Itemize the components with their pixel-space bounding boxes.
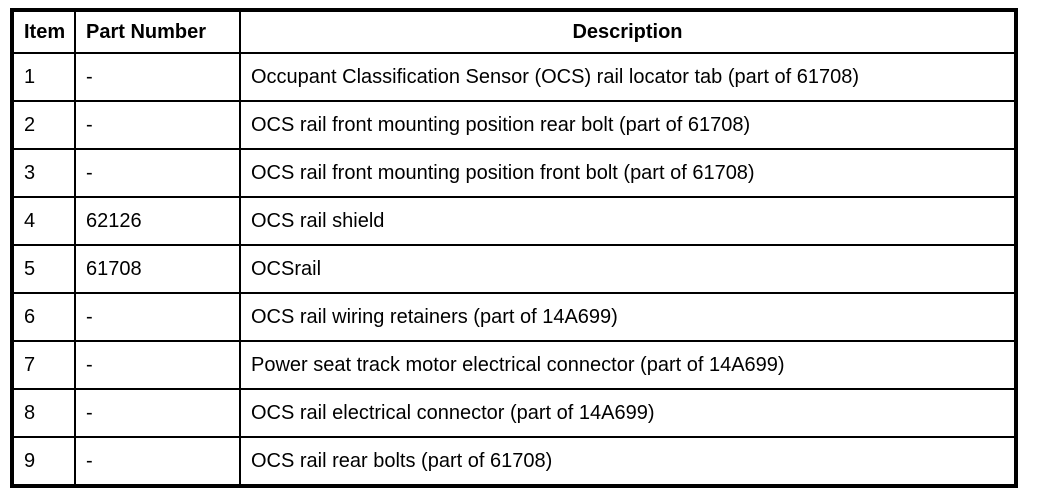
- description-cell: Occupant Classification Sensor (OCS) rai…: [239, 52, 1017, 102]
- parts-table: Item Part Number Description 1 - Occupan…: [10, 8, 1018, 488]
- item-cell: 9: [11, 436, 76, 487]
- item-cell: 7: [11, 340, 76, 390]
- description-cell: Power seat track motor electrical connec…: [239, 340, 1017, 390]
- table-row: 2 - OCS rail front mounting position rea…: [11, 100, 1017, 150]
- part-number-cell: -: [74, 340, 241, 390]
- table-row: 3 - OCS rail front mounting position fro…: [11, 148, 1017, 198]
- item-cell: 1: [11, 52, 76, 102]
- column-header-part-number: Part Number: [74, 9, 241, 54]
- item-cell: 6: [11, 292, 76, 342]
- table-row: 6 - OCS rail wiring retainers (part of 1…: [11, 292, 1017, 342]
- description-cell: OCS rail rear bolts (part of 61708): [239, 436, 1017, 487]
- item-cell: 5: [11, 244, 76, 294]
- table-row: 1 - Occupant Classification Sensor (OCS)…: [11, 52, 1017, 102]
- description-cell: OCSrail: [239, 244, 1017, 294]
- table-row: 4 62126 OCS rail shield: [11, 196, 1017, 246]
- part-number-cell: -: [74, 436, 241, 487]
- description-cell: OCS rail electrical connector (part of 1…: [239, 388, 1017, 438]
- description-cell: OCS rail front mounting position rear bo…: [239, 100, 1017, 150]
- part-number-cell: 62126: [74, 196, 241, 246]
- table-row: 7 - Power seat track motor electrical co…: [11, 340, 1017, 390]
- part-number-cell: 61708: [74, 244, 241, 294]
- column-header-item: Item: [11, 9, 76, 54]
- table-row: 9 - OCS rail rear bolts (part of 61708): [11, 436, 1017, 487]
- item-cell: 3: [11, 148, 76, 198]
- description-cell: OCS rail wiring retainers (part of 14A69…: [239, 292, 1017, 342]
- table-row: 8 - OCS rail electrical connector (part …: [11, 388, 1017, 438]
- part-number-cell: -: [74, 292, 241, 342]
- description-cell: OCS rail front mounting position front b…: [239, 148, 1017, 198]
- description-cell: OCS rail shield: [239, 196, 1017, 246]
- item-cell: 2: [11, 100, 76, 150]
- table-row: 5 61708 OCSrail: [11, 244, 1017, 294]
- column-header-description: Description: [239, 9, 1017, 54]
- part-number-cell: -: [74, 100, 241, 150]
- part-number-cell: -: [74, 148, 241, 198]
- part-number-cell: -: [74, 52, 241, 102]
- header-row: Item Part Number Description: [11, 9, 1017, 54]
- item-cell: 8: [11, 388, 76, 438]
- item-cell: 4: [11, 196, 76, 246]
- part-number-cell: -: [74, 388, 241, 438]
